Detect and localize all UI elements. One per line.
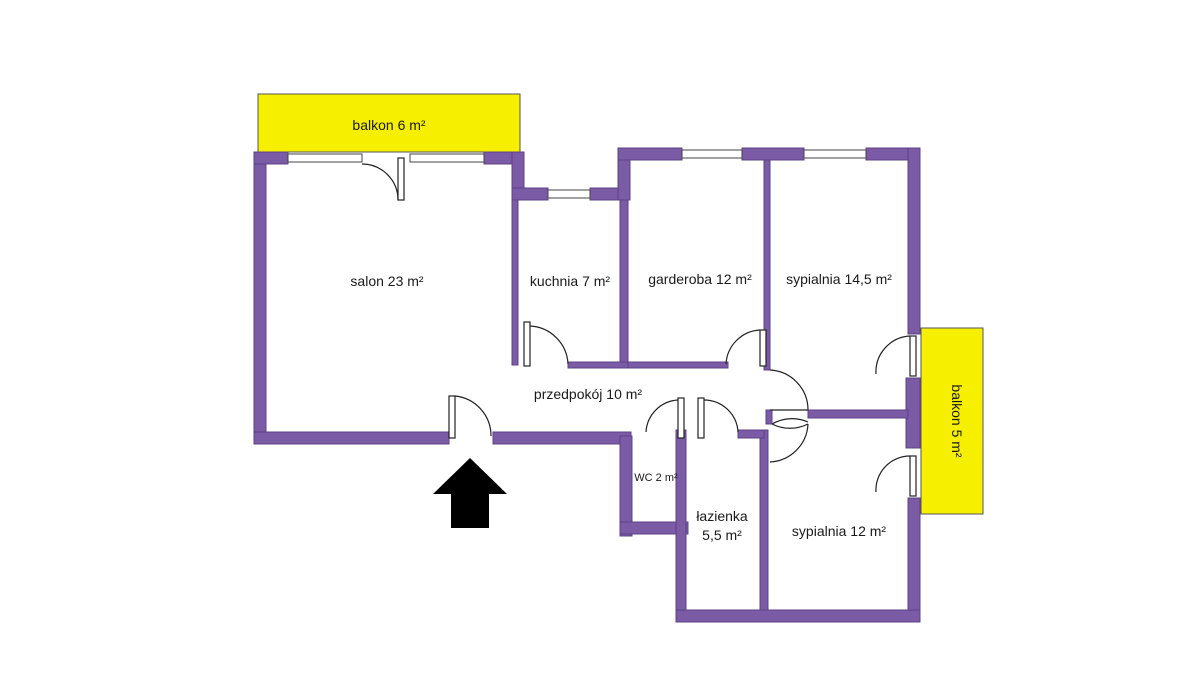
room-label-wardrobe: garderoba 12 m²	[648, 271, 752, 287]
balcony-label-right: balkon 5 m²	[949, 384, 965, 457]
door-salon-balcony	[397, 157, 405, 201]
door-wardrobe	[759, 329, 767, 367]
balcony-right	[920, 327, 984, 515]
door-entrance	[448, 395, 456, 439]
room-label-kitchen: kuchnia 7 m²	[530, 273, 610, 289]
room-label-bedroom2: sypialnia 12 m²	[792, 523, 886, 539]
door-kitchen	[523, 321, 531, 367]
doors	[361, 157, 917, 497]
room-label-bedroom1: sypialnia 14,5 m²	[786, 271, 892, 287]
entrance-arrow-icon	[433, 458, 507, 528]
door-bedroom1-balcony	[909, 335, 917, 377]
door-bedroom2-balcony	[909, 455, 917, 497]
room-label-salon: salon 23 m²	[350, 273, 423, 289]
room-label-hall: przedpokój 10 m²	[534, 386, 643, 402]
door-bathroom	[697, 397, 705, 439]
room-label-bathroom-line2: 5,5 m²	[702, 527, 742, 543]
room-label-wc: WC 2 m²	[634, 472, 678, 484]
door-wc	[677, 397, 685, 439]
walls	[253, 147, 921, 623]
balcony-top	[257, 93, 521, 153]
room-label-bathroom-line1: łazienka	[696, 508, 748, 524]
balcony-label-top: balkon 6 m²	[352, 117, 425, 133]
windows	[287, 149, 867, 199]
